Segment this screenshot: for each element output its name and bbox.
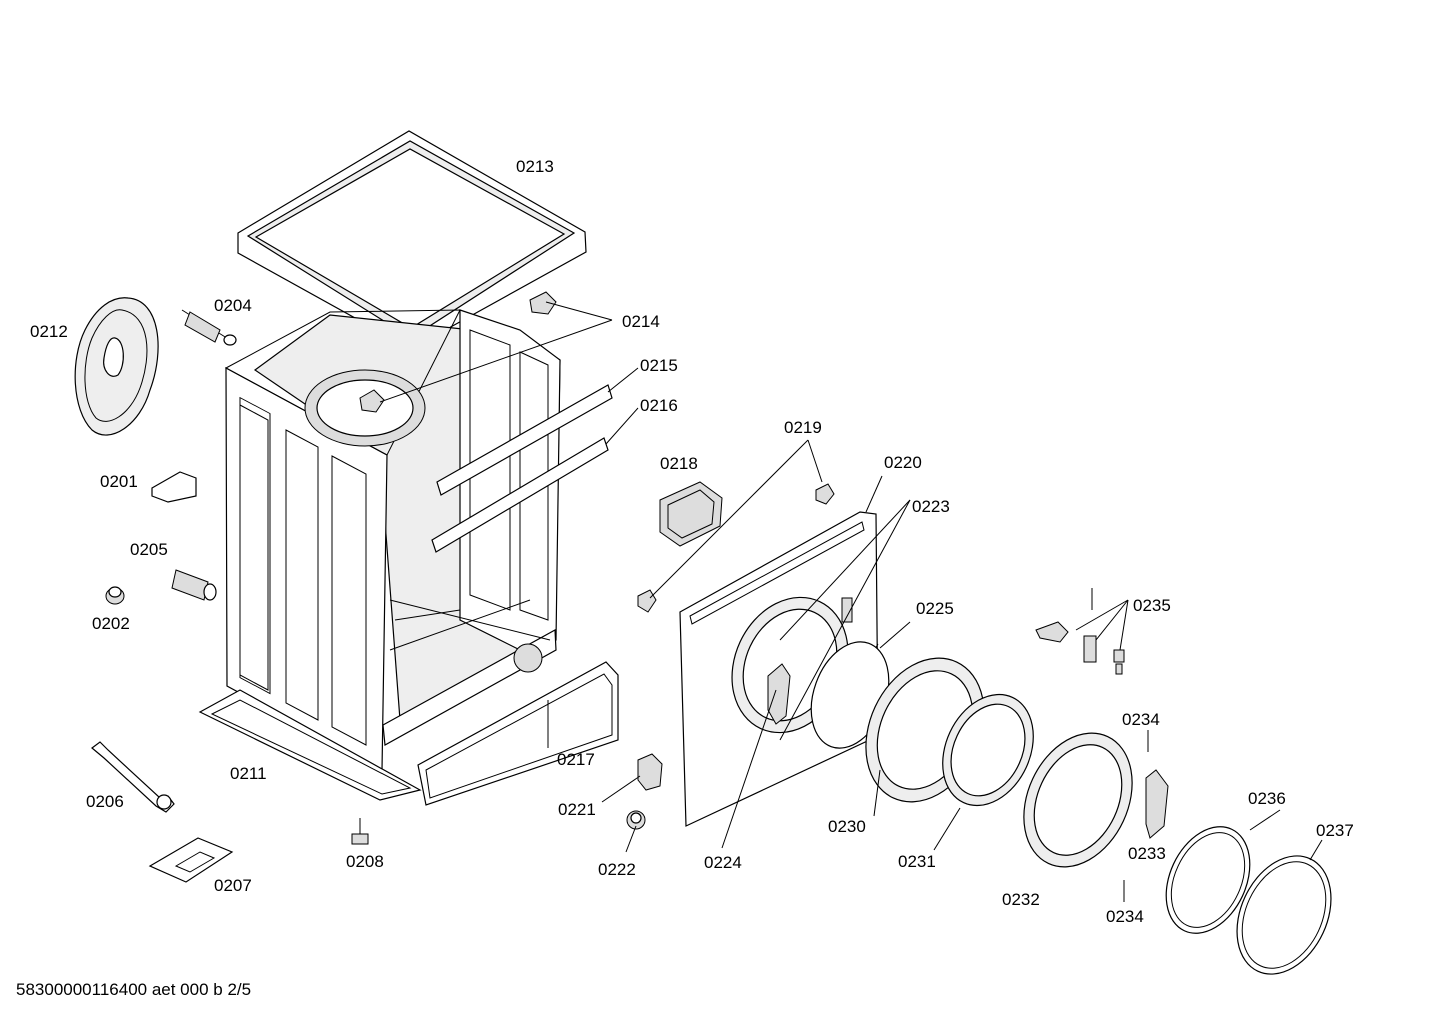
label-0201: 0201: [100, 472, 138, 491]
part-labels: 0213 0204 0212 0214 0215 0216 0219 0218 …: [30, 157, 1354, 926]
label-0235: 0235: [1133, 596, 1171, 615]
label-0225: 0225: [916, 599, 954, 618]
label-0224: 0224: [704, 853, 742, 872]
label-0217: 0217: [557, 750, 595, 769]
part-0235-hinge-set[interactable]: [1035, 588, 1125, 675]
part-0206-wrench[interactable]: [91, 741, 175, 813]
label-0212: 0212: [30, 322, 68, 341]
label-0205: 0205: [130, 540, 168, 559]
label-0223: 0223: [912, 497, 950, 516]
part-0212-rear-cover[interactable]: [74, 297, 159, 436]
label-0206: 0206: [86, 792, 124, 811]
label-0220: 0220: [884, 453, 922, 472]
part-0214-clip[interactable]: [359, 291, 557, 413]
part-0201-clip[interactable]: [151, 471, 197, 503]
label-0214: 0214: [622, 312, 660, 331]
part-0217-plinth[interactable]: [417, 661, 619, 806]
label-0236: 0236: [1248, 789, 1286, 808]
part-0221-hinge[interactable]: [637, 753, 663, 791]
label-0233: 0233: [1128, 844, 1166, 863]
label-0230: 0230: [828, 817, 866, 836]
label-0219: 0219: [784, 418, 822, 437]
part-0232-door-ring-outer[interactable]: [1003, 715, 1153, 884]
part-0202-foot[interactable]: [105, 586, 125, 605]
part-0233-door-handle[interactable]: [1145, 769, 1169, 839]
part-0204-shock-absorber[interactable]: [181, 309, 237, 346]
part-0215-rail[interactable]: [436, 384, 613, 496]
label-0207: 0207: [214, 876, 252, 895]
label-0213: 0213: [516, 157, 554, 176]
label-0208: 0208: [346, 852, 384, 871]
label-0237: 0237: [1316, 821, 1354, 840]
label-0232: 0232: [1002, 890, 1040, 909]
label-0215: 0215: [640, 356, 678, 375]
part-0213-top-cover[interactable]: [237, 130, 587, 350]
part-0205-damper[interactable]: [171, 569, 217, 601]
part-0236-gasket-ring[interactable]: [1150, 813, 1266, 947]
part-0218-door-lock[interactable]: [659, 481, 723, 547]
part-0224-door-catch[interactable]: [767, 663, 791, 725]
part-0231-door-glass[interactable]: [925, 680, 1050, 821]
label-0221: 0221: [558, 800, 596, 819]
label-0218: 0218: [660, 454, 698, 473]
label-0222: 0222: [598, 860, 636, 879]
label-0216: 0216: [640, 396, 678, 415]
label-0234-top: 0234: [1122, 710, 1160, 729]
part-0208-screw[interactable]: [351, 818, 369, 845]
label-0204: 0204: [214, 296, 252, 315]
label-0202: 0202: [92, 614, 130, 633]
part-0216-rail[interactable]: [431, 437, 609, 553]
label-0234-bottom: 0234: [1106, 907, 1144, 926]
part-0207-bracket[interactable]: [148, 837, 234, 883]
label-0231: 0231: [898, 852, 936, 871]
leader-lines: [379, 301, 1323, 861]
part-0219-clip[interactable]: [637, 483, 835, 613]
document-id-footer: 58300000116400 aet 000 b 2/5: [16, 980, 252, 999]
part-0222-plug[interactable]: [626, 810, 646, 830]
label-0211: 0211: [230, 764, 267, 783]
